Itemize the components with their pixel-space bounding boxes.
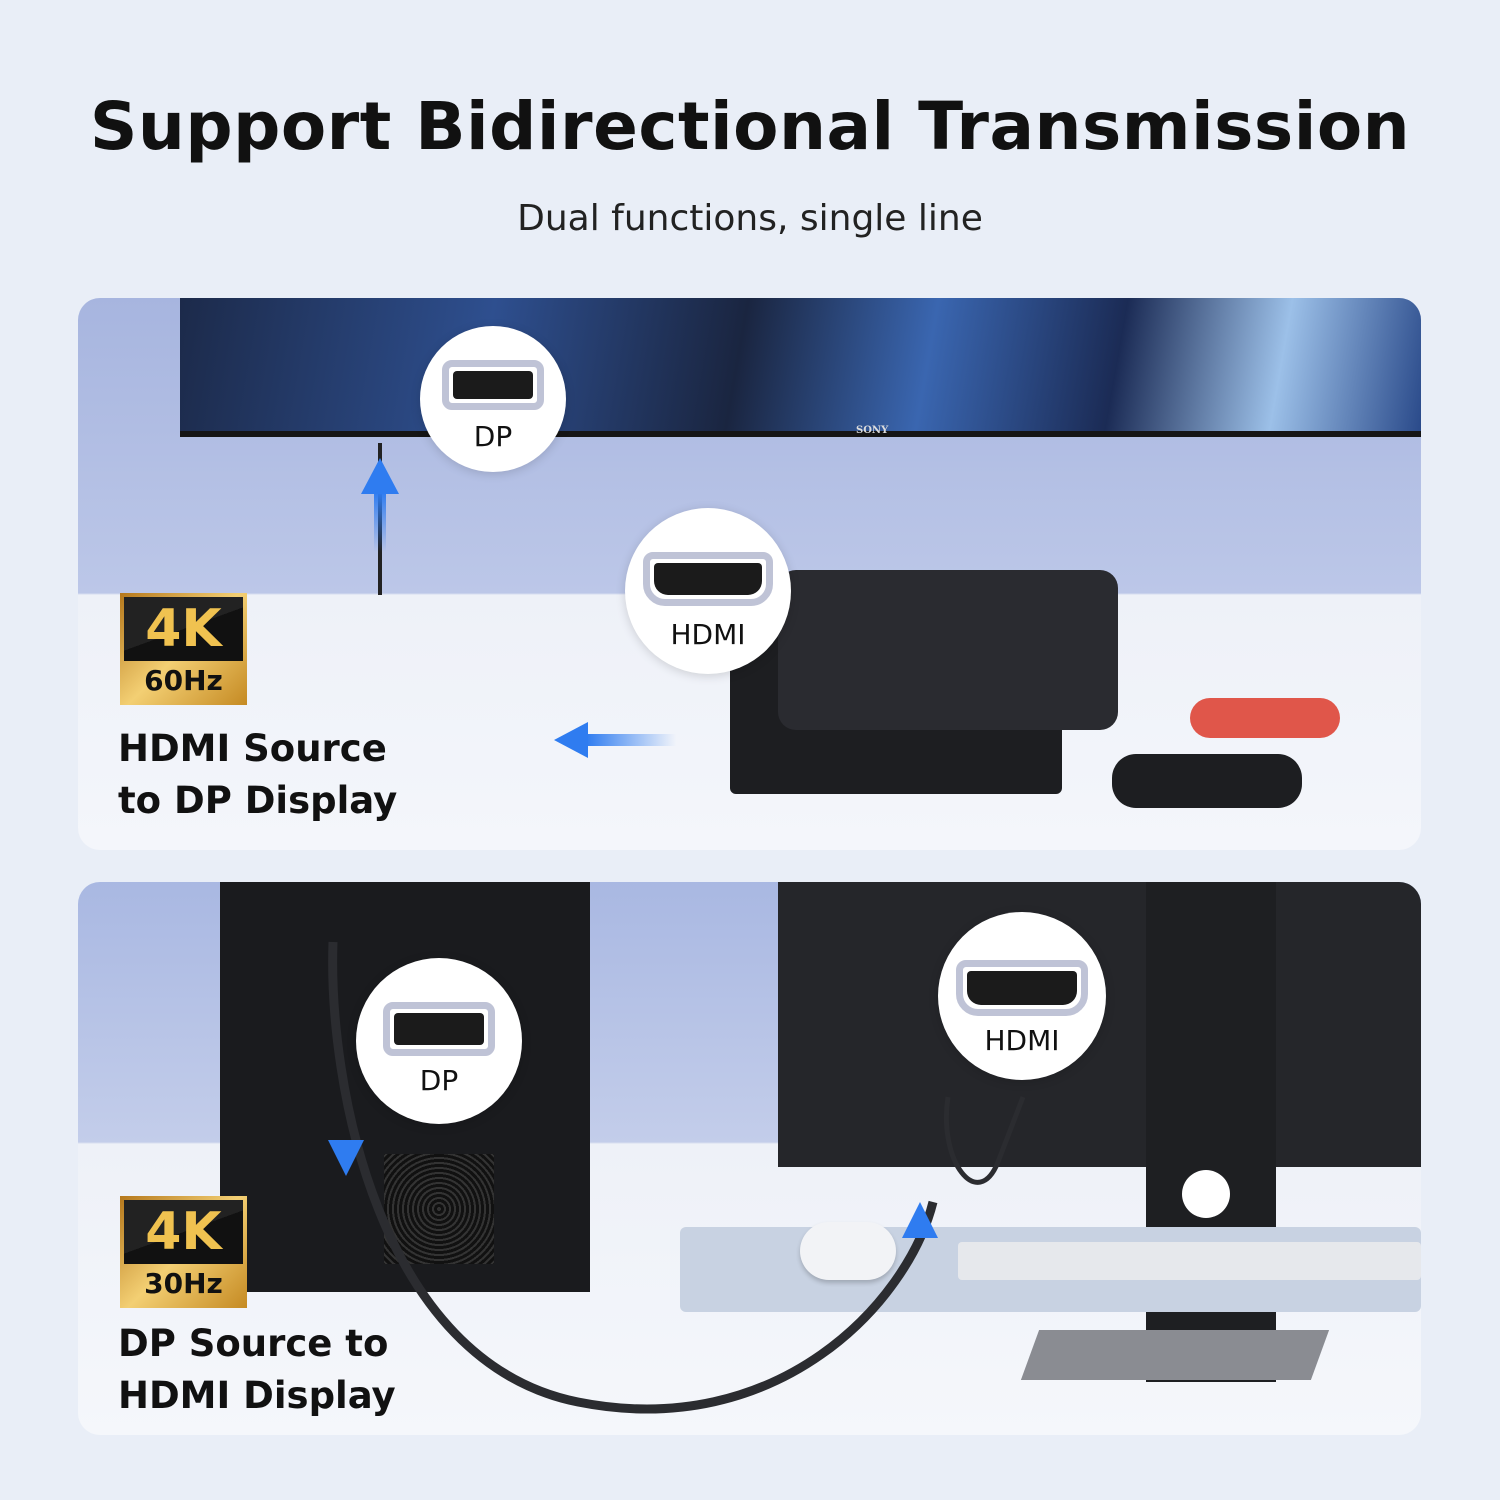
mouse: [800, 1222, 896, 1280]
hdmi-port-callout: HDMI: [938, 912, 1106, 1080]
dp-port-icon: [442, 360, 544, 410]
badge-resolution: 4K: [124, 1200, 243, 1264]
port-label: DP: [473, 420, 513, 453]
port-label: HDMI: [670, 618, 746, 651]
badge-resolution: 4K: [124, 597, 243, 661]
caption-line: HDMI Source: [118, 727, 387, 770]
caption-line: to DP Display: [118, 779, 398, 822]
resolution-badge: 4K 30Hz: [120, 1196, 247, 1308]
arrow-tail: [586, 734, 676, 746]
dp-port-callout: DP: [356, 958, 522, 1124]
arrow-up-icon: [361, 458, 399, 494]
console: [778, 570, 1118, 730]
hdmi-to-dp-panel: SONY DP HDMI 4K 60Hz HDMI Source to DP D…: [78, 298, 1421, 850]
badge-refresh-rate: 60Hz: [144, 664, 223, 697]
caption-line: HDMI Display: [118, 1374, 396, 1417]
controller-red: [1190, 698, 1340, 738]
hdmi-port-icon: [956, 960, 1088, 1016]
keyboard: [958, 1242, 1421, 1280]
caption-line: DP Source to: [118, 1322, 389, 1365]
port-label: DP: [419, 1064, 459, 1097]
tv-image: [180, 298, 1421, 437]
dp-port-callout: DP: [420, 326, 566, 472]
stand-hole: [1182, 1170, 1230, 1218]
arrow-tail: [374, 492, 386, 552]
dp-to-hdmi-panel: DP HDMI 4K 30Hz DP Source to HDMI Displa…: [78, 882, 1421, 1435]
arrow-left-icon: [554, 722, 588, 758]
page-subtitle: Dual functions, single line: [517, 198, 983, 239]
arrow-up-icon: [902, 1202, 938, 1238]
hdmi-port-icon: [643, 552, 773, 606]
port-label: HDMI: [984, 1024, 1060, 1057]
arrow-down-icon: [328, 1140, 364, 1176]
hdmi-port-callout: HDMI: [625, 508, 791, 674]
resolution-badge: 4K 60Hz: [120, 593, 247, 705]
caption: HDMI Source to DP Display: [118, 723, 397, 827]
controller-black: [1112, 754, 1302, 808]
badge-refresh-rate: 30Hz: [144, 1267, 223, 1300]
pc-vent: [384, 1154, 494, 1264]
page-title: Support Bidirectional Transmission: [89, 88, 1411, 165]
tv-brand-logo: SONY: [856, 425, 889, 436]
cable: [328, 941, 1026, 1414]
dp-port-icon: [383, 1002, 495, 1056]
caption: DP Source to HDMI Display: [118, 1318, 396, 1422]
